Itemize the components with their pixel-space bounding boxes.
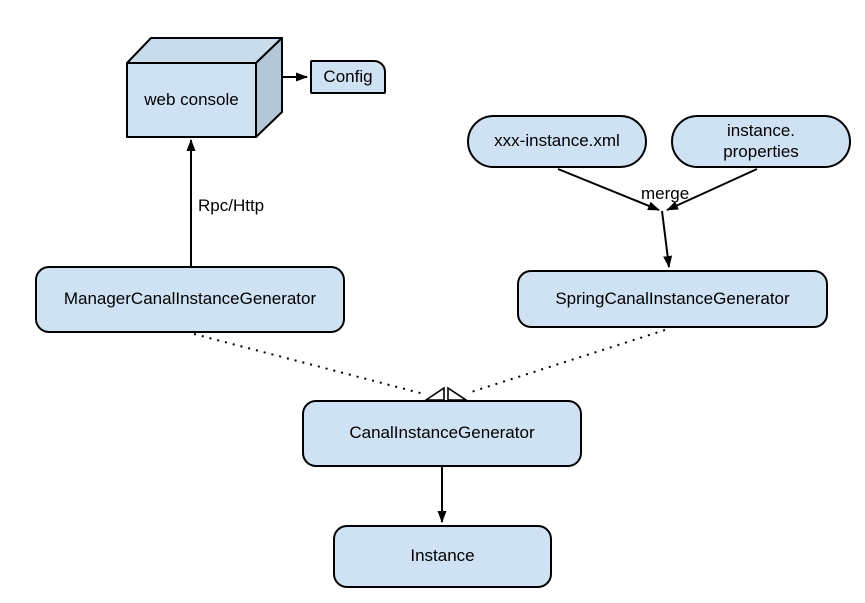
- merge-edge-label: merge: [641, 184, 690, 203]
- node-xxx-instance-xml-label: xxx-instance.xml: [494, 131, 620, 151]
- inheritance-triangle-right-icon: [447, 386, 469, 401]
- cube-front-face: [126, 62, 257, 138]
- node-web-console-label: web console: [144, 90, 239, 109]
- node-spring-label: SpringCanalInstanceGenerator: [555, 288, 790, 308]
- arrow-xml-to-merge: [557, 168, 660, 211]
- edge-spring-to-canal-dotted: [467, 329, 666, 394]
- node-instance: Instance: [333, 525, 552, 588]
- node-instance-properties: instance. properties: [671, 115, 851, 168]
- node-instance-label: Instance: [410, 546, 475, 566]
- node-instance-properties-line2: properties: [723, 141, 799, 161]
- node-config-label: Config: [323, 66, 373, 86]
- edge-manager-to-canal-dotted: [193, 333, 425, 395]
- web-console-cube: [126, 37, 283, 138]
- node-instance-properties-line1: instance.: [726, 121, 796, 141]
- node-canal-instance-generator: CanalInstanceGenerator: [302, 400, 582, 467]
- node-spring-canal-instance-generator: SpringCanalInstanceGenerator: [517, 270, 828, 328]
- node-manager-label: ManagerCanalInstanceGenerator: [63, 289, 317, 309]
- node-canal-label: CanalInstanceGenerator: [349, 423, 535, 443]
- arrow-properties-to-merge: [666, 168, 758, 211]
- inheritance-triangle-left-icon: [423, 386, 445, 401]
- node-xxx-instance-xml: xxx-instance.xml: [467, 115, 647, 168]
- arrow-merge-to-spring: [661, 210, 673, 268]
- node-manager-canal-instance-generator: ManagerCanalInstanceGenerator: [35, 266, 345, 333]
- node-config: Config: [310, 60, 386, 94]
- rpc-http-edge-label: Rpc/Http: [198, 196, 265, 215]
